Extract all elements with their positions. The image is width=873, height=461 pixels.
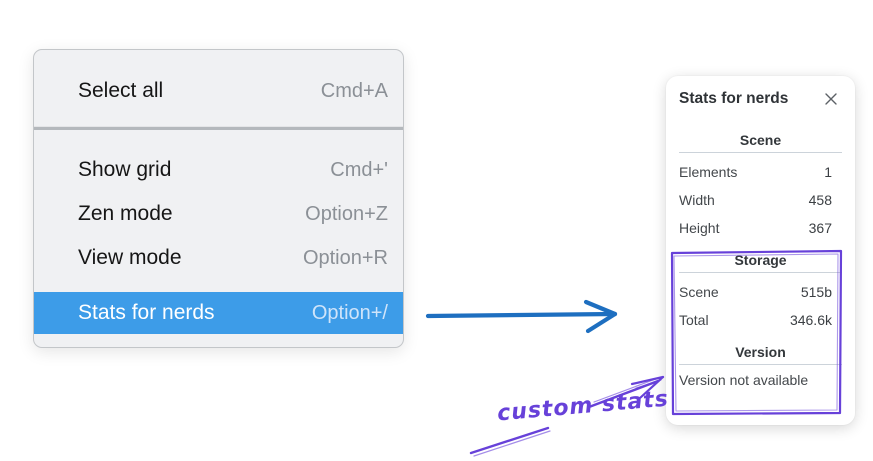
menu-item-shortcut: Cmd+A xyxy=(320,79,388,102)
stat-row-scene-storage: Scene 515b xyxy=(679,278,842,306)
stat-label: Height xyxy=(679,220,720,236)
section-heading-version: Version xyxy=(735,344,786,360)
custom-stats-annotation-label: custom stats xyxy=(496,386,670,427)
stat-label: Elements xyxy=(679,164,738,180)
section-heading-storage: Storage xyxy=(734,252,787,268)
stat-value: 1 xyxy=(824,164,832,180)
menu-item-view-mode[interactable]: View mode Option+R xyxy=(34,236,403,280)
menu-item-shortcut: Cmd+' xyxy=(330,158,388,181)
blue-arrow xyxy=(425,299,618,334)
stat-row-height: Height 367 xyxy=(679,214,842,242)
stat-row-elements: Elements 1 xyxy=(679,158,842,186)
stat-label: Scene xyxy=(679,284,719,300)
stat-label: Total xyxy=(679,312,709,328)
stat-row-total-storage: Total 346.6k xyxy=(679,306,842,334)
menu-item-label: Zen mode xyxy=(78,202,173,225)
menu-item-shortcut: Option+Z xyxy=(305,202,388,225)
menu-item-shortcut: Option+/ xyxy=(311,301,388,324)
menu-item-shortcut: Option+R xyxy=(302,246,388,269)
section-divider xyxy=(679,152,842,153)
stats-panel-title: Stats for nerds xyxy=(679,90,789,107)
menu-item-zen-mode[interactable]: Zen mode Option+Z xyxy=(34,192,403,236)
stat-value: 346.6k xyxy=(789,312,832,328)
stat-value: 367 xyxy=(808,220,832,236)
stat-value: 515b xyxy=(800,284,832,300)
menu-item-select-all[interactable]: Select all Cmd+A xyxy=(34,65,403,117)
menu-item-label: Show grid xyxy=(78,158,172,181)
section-heading-scene: Scene xyxy=(739,132,782,148)
menu-item-show-grid[interactable]: Show grid Cmd+' xyxy=(34,148,403,192)
menu-item-label: Select all xyxy=(78,79,164,102)
stats-panel-header: Stats for nerds xyxy=(679,88,842,110)
annotation-arrow xyxy=(469,375,665,457)
section-divider xyxy=(679,272,842,273)
menu-item-label: Stats for nerds xyxy=(78,301,215,324)
context-menu: Select all Cmd+A Show grid Cmd+' Zen mod… xyxy=(33,49,404,348)
stat-label: Width xyxy=(679,192,715,208)
close-button[interactable] xyxy=(820,88,842,110)
menu-item-label: View mode xyxy=(78,246,182,269)
stat-row-width: Width 458 xyxy=(679,186,842,214)
stat-value: 458 xyxy=(808,192,832,208)
menu-divider xyxy=(34,126,403,130)
stats-for-nerds-panel: Stats for nerds Scene Elements 1 Width 4… xyxy=(666,76,855,425)
close-icon xyxy=(825,93,837,105)
menu-item-stats-for-nerds[interactable]: Stats for nerds Option+/ xyxy=(34,292,403,334)
version-note: Version not available xyxy=(679,372,809,388)
section-divider xyxy=(679,364,842,365)
